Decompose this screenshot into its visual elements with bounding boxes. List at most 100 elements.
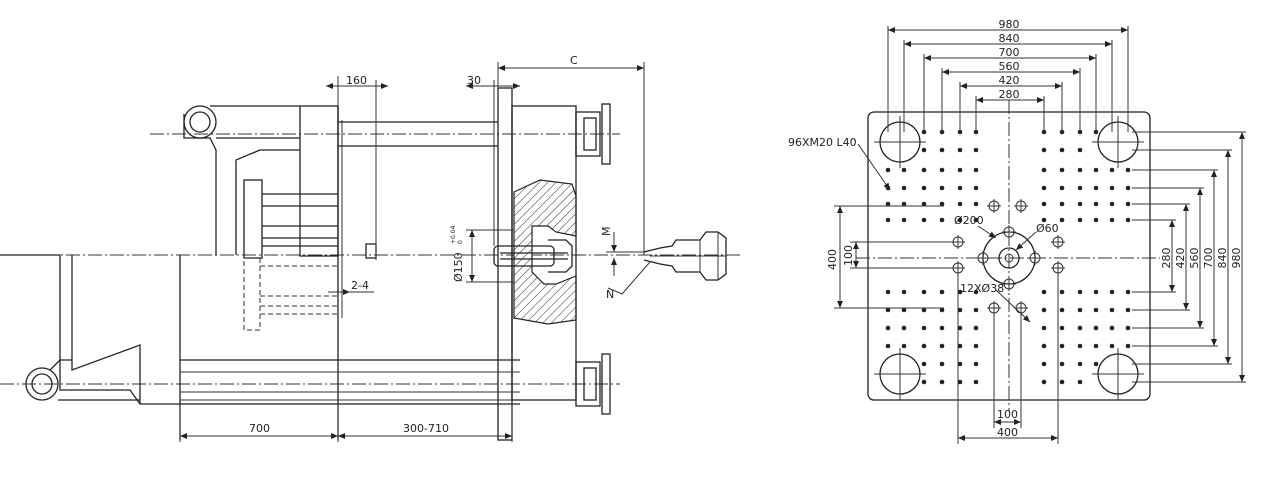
threaded-hole	[957, 343, 963, 349]
threaded-hole	[1059, 361, 1065, 367]
height-dimension-label: 700	[1202, 248, 1215, 269]
threaded-hole	[1077, 185, 1083, 191]
threaded-hole	[1041, 307, 1047, 313]
threaded-hole	[1093, 325, 1099, 331]
width-dimension: 840	[903, 32, 1113, 132]
threaded-hole	[1077, 343, 1083, 349]
height-dimension: 700	[1132, 169, 1218, 347]
threaded-hole	[921, 307, 927, 313]
threaded-hole	[1041, 147, 1047, 153]
threaded-hole	[939, 185, 945, 191]
threaded-hole	[921, 379, 927, 385]
threaded-hole	[957, 325, 963, 331]
width-dimension: 280	[975, 88, 1045, 132]
threaded-hole	[973, 167, 979, 173]
stop-block	[365, 243, 377, 259]
threaded-hole	[973, 201, 979, 207]
threaded-hole	[939, 289, 945, 295]
threaded-hole	[1093, 343, 1099, 349]
width-dimension-label: 700	[999, 46, 1020, 59]
threaded-hole	[1109, 201, 1115, 207]
toggle-link-top	[183, 114, 217, 255]
dim-300-710-label: 300-710	[403, 422, 449, 435]
threaded-hole	[901, 289, 907, 295]
dim-phi150-label: Ø150	[452, 252, 465, 282]
threaded-hole	[901, 185, 907, 191]
tiebar-hole-crosses	[874, 116, 1144, 400]
threaded-hole	[973, 289, 979, 295]
width-dimension: 420	[959, 74, 1063, 132]
threaded-hole	[921, 217, 927, 223]
tiebar-nut-bottom-inner	[583, 367, 597, 401]
threaded-hole	[957, 167, 963, 173]
threaded-hole	[1077, 167, 1083, 173]
width-dimension: 700	[923, 46, 1097, 132]
threaded-hole	[1125, 217, 1131, 223]
height-dimension-label: 980	[1230, 248, 1243, 269]
side-view: 160 2-4 30 C Ø150 +0.04	[0, 54, 740, 442]
threaded-hole	[901, 167, 907, 173]
threaded-hole	[973, 325, 979, 331]
threaded-hole	[1041, 343, 1047, 349]
threaded-hole	[1041, 289, 1047, 295]
holes-label: 12XØ38	[960, 282, 1004, 295]
threaded-hole	[921, 325, 927, 331]
threaded-hole	[921, 147, 927, 153]
threaded-hole	[921, 167, 927, 173]
threaded-hole	[939, 379, 945, 385]
threaded-hole	[885, 289, 891, 295]
threaded-hole	[1109, 325, 1115, 331]
dim-400-left-label: 400	[826, 249, 839, 270]
dim-700-label: 700	[249, 422, 270, 435]
height-dimension: 420	[1132, 203, 1190, 311]
height-dimension-label: 420	[1174, 248, 1187, 269]
threaded-hole	[1041, 325, 1047, 331]
threaded-hole	[957, 361, 963, 367]
tiebar-cap-top	[601, 103, 611, 165]
machine-base	[0, 254, 181, 440]
threaded-hole	[939, 167, 945, 173]
phi200-label: Ø200	[954, 214, 984, 227]
dim-400-bottom-label: 400	[997, 426, 1018, 439]
tiebar-nut-top-inner	[583, 117, 597, 151]
threaded-hole	[957, 147, 963, 153]
dim-30-label: 30	[467, 74, 481, 87]
threaded-hole	[957, 379, 963, 385]
nozzle-outer	[493, 245, 555, 267]
toggle-crosshead	[235, 149, 300, 255]
threaded-hole	[921, 289, 927, 295]
threaded-hole	[1125, 167, 1131, 173]
thread-holes-label: 96XM20 L40	[788, 136, 857, 149]
threaded-hole	[901, 201, 907, 207]
threaded-hole	[957, 307, 963, 313]
dim-100-left-label: 100	[842, 245, 855, 266]
threaded-hole	[1059, 167, 1065, 173]
threaded-hole	[957, 201, 963, 207]
rear-platen	[299, 105, 339, 257]
width-dimension: 560	[941, 60, 1081, 132]
tiebar-nut-top	[575, 111, 601, 157]
threaded-hole	[1077, 325, 1083, 331]
threaded-hole	[1041, 217, 1047, 223]
threaded-hole	[1059, 147, 1065, 153]
threaded-hole	[1077, 201, 1083, 207]
threaded-hole	[901, 217, 907, 223]
stationary-platen	[497, 87, 513, 441]
threaded-hole	[939, 343, 945, 349]
threaded-hole	[1077, 361, 1083, 367]
base-inner-frame	[71, 255, 141, 404]
threaded-hole	[1109, 167, 1115, 173]
threaded-hole	[1109, 289, 1115, 295]
threaded-hole	[973, 307, 979, 313]
threaded-hole	[921, 361, 927, 367]
threaded-hole	[1059, 325, 1065, 331]
threaded-hole	[1093, 185, 1099, 191]
threaded-hole	[1041, 379, 1047, 385]
tiebar-nut-bottom	[575, 361, 601, 407]
threaded-hole	[1041, 201, 1047, 207]
threaded-hole	[1059, 289, 1065, 295]
threaded-hole	[957, 217, 963, 223]
